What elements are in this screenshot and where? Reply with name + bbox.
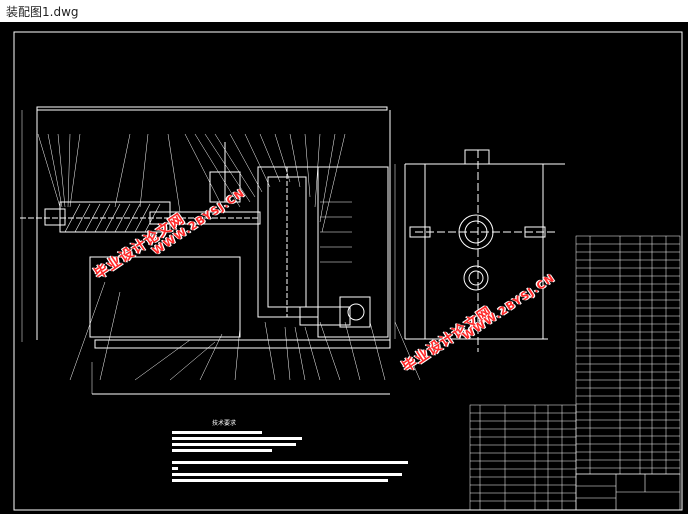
notes-title: 技术要求 <box>212 420 237 427</box>
notes-block <box>172 431 408 482</box>
drawing-canvas[interactable]: 技术要求 毕业设计论文网 WWW.2BYSJ.CN 毕业设计论文网 WWW.2B… <box>0 22 688 514</box>
title-block <box>575 473 681 511</box>
window-titlebar: 装配图1.dwg <box>0 0 688 23</box>
bottom-leaders <box>69 281 421 381</box>
screw-hatch <box>64 203 161 233</box>
cad-drawing <box>13 31 683 511</box>
dimension-lines <box>21 110 396 394</box>
right-side-leaders <box>320 201 352 263</box>
parts-list-table-2 <box>469 404 577 511</box>
side-view <box>404 149 565 352</box>
parts-list-table <box>575 235 681 475</box>
window-title: 装配图1.dwg <box>6 5 79 19</box>
top-leaders <box>37 133 346 233</box>
drawing-frame <box>13 31 683 511</box>
assembly-main-view <box>20 106 391 395</box>
